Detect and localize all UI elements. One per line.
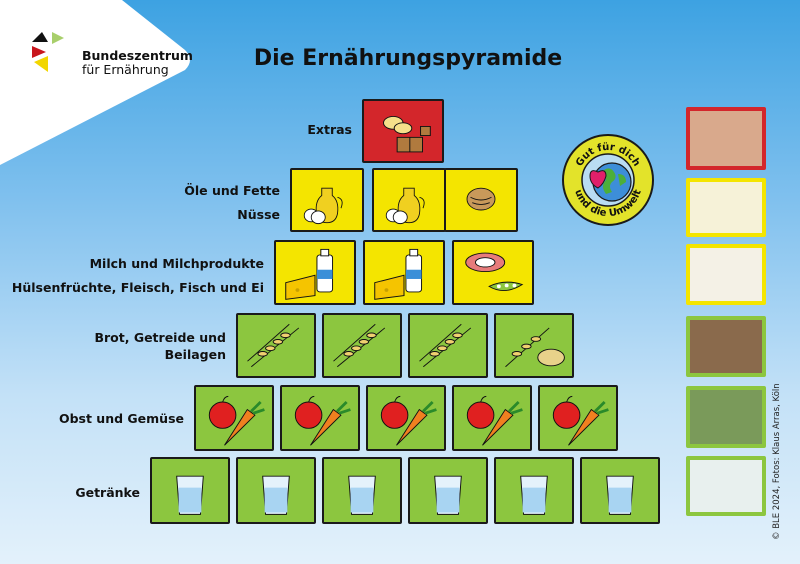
wheat-icon [247,323,300,368]
food-tile-water-glass [494,457,574,524]
water-glass-icon [262,475,290,515]
apple-carrot-icon [380,395,437,446]
food-tile-oil-jug-butter [372,168,446,232]
water-glass-icon [176,475,204,515]
food-tile-wheat [236,313,316,378]
food-tile-water-glass [408,457,488,524]
row-label: Beilagen [164,347,226,362]
row-label: Milch und Milchprodukte [89,256,264,271]
food-tile-wheat [408,313,488,378]
photo-salad [686,386,766,448]
food-tile-water-glass [322,457,402,524]
row-label: Hülsenfrüchte, Fleisch, Fisch und Ei [11,280,264,295]
bundeszentrum-logo: Bundeszentrum für Ernährung [30,30,193,78]
photo-yogurt-cup [686,244,766,305]
water-glass-icon [348,475,376,515]
wheat-potato-icon [505,327,565,368]
water-glass-icon [434,475,462,515]
wheat-icon [419,323,472,368]
apple-carrot-icon [208,395,265,446]
row-label: Öle und Fette [184,183,280,198]
page-title: Die Ernährungspyramide [253,46,563,71]
gut-fuer-dich-badge: Gut für dich und die Umwelt [560,132,656,228]
row-label: Extras [307,122,352,137]
milk-cheese-icon [374,248,423,300]
logo-line2: für Ernährung [82,62,169,77]
food-tile-apple-carrot [538,385,618,451]
water-glass-icon [606,475,634,515]
food-tile-milk-cheese [363,240,445,305]
oil-jug-butter-icon [385,187,425,225]
food-tile-apple-carrot [280,385,360,451]
photo-oil-spoon [686,178,766,237]
apple-carrot-icon [552,395,609,446]
milk-cheese-icon [285,248,334,300]
row-label: Brot, Getreide und [94,330,226,345]
row-label: Getränke [75,485,140,500]
food-tile-wheat [322,313,402,378]
meat-peas-icon [465,252,524,291]
logo-background [0,0,190,165]
food-tile-water-glass [236,457,316,524]
row-label: Nüsse [237,207,280,222]
copyright-text: © BLE 2024, Fotos: Klaus Arras, Köln [772,383,782,540]
wheat-icon [333,323,386,368]
apple-carrot-icon [466,395,523,446]
apple-carrot-icon [294,395,351,446]
photo-gummy-bears-in-hand [686,107,766,170]
chips-chocolate-icon [383,116,431,153]
photo-bread-slice [686,316,766,377]
photo-water-glass [686,456,766,516]
food-tile-wheat-potato [494,313,574,378]
heart-icon [589,170,607,189]
walnut-icon [466,187,496,211]
food-tile-apple-carrot [366,385,446,451]
food-tile-water-glass [150,457,230,524]
logo-hexagon-icon [32,32,64,72]
food-tile-apple-carrot [194,385,274,451]
food-tile-walnut [444,168,518,232]
food-tile-water-glass [580,457,660,524]
oil-jug-butter-icon [303,187,343,225]
row-label: Obst und Gemüse [58,411,184,426]
food-tile-apple-carrot [452,385,532,451]
food-tile-milk-cheese [274,240,356,305]
food-tile-meat-peas [452,240,534,305]
logo-line1: Bundeszentrum [82,48,193,63]
food-tile-oil-jug-butter [290,168,364,232]
water-glass-icon [520,475,548,515]
food-tile-chips-chocolate [362,99,444,163]
